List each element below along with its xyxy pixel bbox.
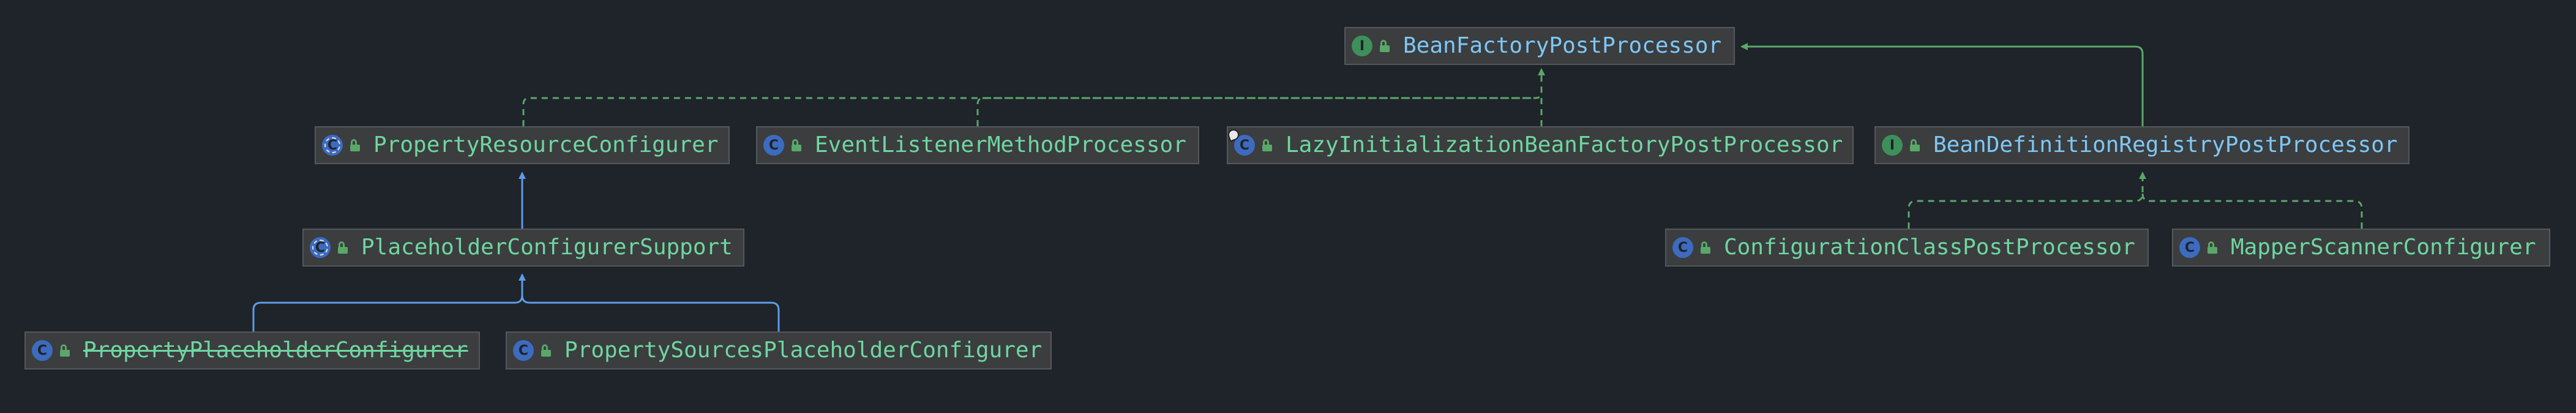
interface-icon: I: [1882, 135, 1903, 156]
node-property-placeholder-configurer[interactable]: C PropertyPlaceholderConfigurer: [24, 332, 480, 369]
node-label: PropertySourcesPlaceholderConfigurer: [564, 338, 1043, 363]
node-configuration-class-post-processor[interactable]: C ConfigurationClassPostProcessor: [1665, 229, 2149, 267]
node-label: BeanFactoryPostProcessor: [1403, 33, 1722, 58]
node-label: ConfigurationClassPostProcessor: [1724, 235, 2135, 260]
public-lock-icon: [60, 344, 70, 357]
edge-msc-bdrpp: [2141, 193, 2363, 229]
class-icon: C: [763, 135, 784, 156]
public-lock-icon: [1701, 241, 1710, 254]
edge-elmp-bfpp: [976, 97, 1535, 126]
node-label-deprecated: PropertyPlaceholderConfigurer: [83, 338, 468, 363]
node-mapper-scanner-configurer[interactable]: C MapperScannerConfigurer: [2172, 229, 2550, 267]
node-label: PropertyResourceConfigurer: [373, 132, 719, 157]
abstract-class-icon: C: [310, 237, 331, 258]
public-lock-icon: [1380, 40, 1390, 52]
edge-ppc-pcs: [252, 273, 526, 332]
node-label: PlaceholderConfigurerSupport: [361, 235, 733, 260]
node-label: BeanDefinitionRegistryPostProcessor: [1933, 132, 2398, 157]
class-icon: C: [513, 340, 534, 361]
node-bean-factory-post-processor[interactable]: I BeanFactoryPostProcessor: [1344, 27, 1735, 65]
edge-ccpp-bdrpp: [1908, 172, 2146, 229]
public-lock-icon: [792, 139, 801, 151]
public-lock-icon: [1910, 139, 1920, 151]
public-lock-icon: [2207, 241, 2217, 254]
node-event-listener-method-processor[interactable]: C EventListenerMethodProcessor: [756, 126, 1199, 164]
public-lock-icon: [1262, 139, 1272, 151]
edge-bdrpp-bfpp: [1740, 43, 2144, 126]
public-lock-icon: [350, 139, 360, 151]
node-lazy-initialization-bean-factory-post-processor[interactable]: C LazyInitializationBeanFactoryPostProce…: [1227, 126, 1854, 164]
public-lock-icon: [338, 241, 348, 254]
node-label: LazyInitializationBeanFactoryPostProcess…: [1286, 132, 1843, 157]
class-icon: C: [2179, 237, 2200, 258]
class-icon: C: [1672, 237, 1693, 258]
edge-pspc-pcs: [521, 295, 780, 332]
node-bean-definition-registry-post-processor[interactable]: I BeanDefinitionRegistryPostProcessor: [1874, 126, 2409, 164]
abstract-class-icon: C: [322, 135, 343, 156]
public-lock-icon: [541, 344, 551, 357]
node-property-resource-configurer[interactable]: C PropertyResourceConfigurer: [315, 126, 730, 164]
node-placeholder-configurer-support[interactable]: C PlaceholderConfigurerSupport: [302, 229, 744, 267]
class-icon: C: [1234, 135, 1255, 156]
node-property-sources-placeholder-configurer[interactable]: C PropertySourcesPlaceholderConfigurer: [506, 332, 1052, 369]
interface-icon: I: [1352, 36, 1372, 56]
node-label: EventListenerMethodProcessor: [815, 132, 1186, 157]
node-label: MapperScannerConfigurer: [2231, 235, 2536, 260]
class-icon: C: [32, 340, 53, 361]
